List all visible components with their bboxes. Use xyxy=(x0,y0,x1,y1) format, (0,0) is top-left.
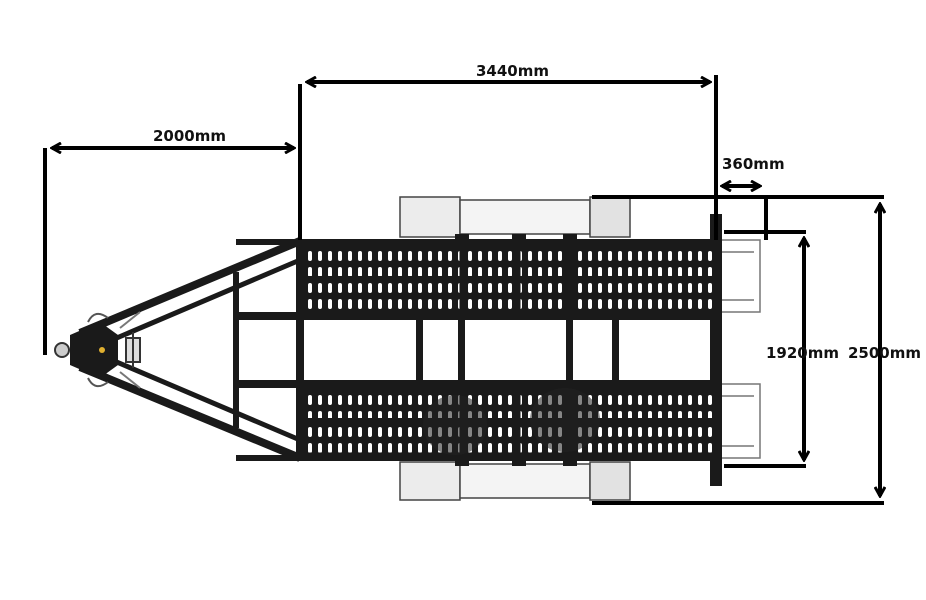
fender-top-right xyxy=(589,196,631,238)
deck-ramp-bottom xyxy=(303,386,718,456)
axle-hubs xyxy=(455,234,577,466)
label-deck-length: 3440mm xyxy=(476,62,549,80)
coupling-head-icon xyxy=(54,311,141,389)
fender-top-left xyxy=(399,196,461,238)
rear-loading-ramps xyxy=(722,239,761,459)
deck-ramp-top xyxy=(303,244,718,314)
label-drawbar-length: 2000mm xyxy=(153,127,226,145)
dimension-lines xyxy=(43,75,884,505)
fender-bottom-mid xyxy=(459,463,591,499)
dimension-labels: 2000mm 3440mm 360mm 1920mm 2500mm xyxy=(153,62,921,362)
label-overall-width: 2500mm xyxy=(848,344,921,362)
fender-bottom-left xyxy=(399,461,461,501)
jockey-wheel-icon xyxy=(125,332,141,368)
label-deck-width: 1920mm xyxy=(766,344,839,362)
label-overhang: 360mm xyxy=(722,155,785,173)
fender-bottom-right xyxy=(589,461,631,501)
drawbar-a-frame xyxy=(78,237,302,462)
fender-top-mid xyxy=(459,199,591,235)
